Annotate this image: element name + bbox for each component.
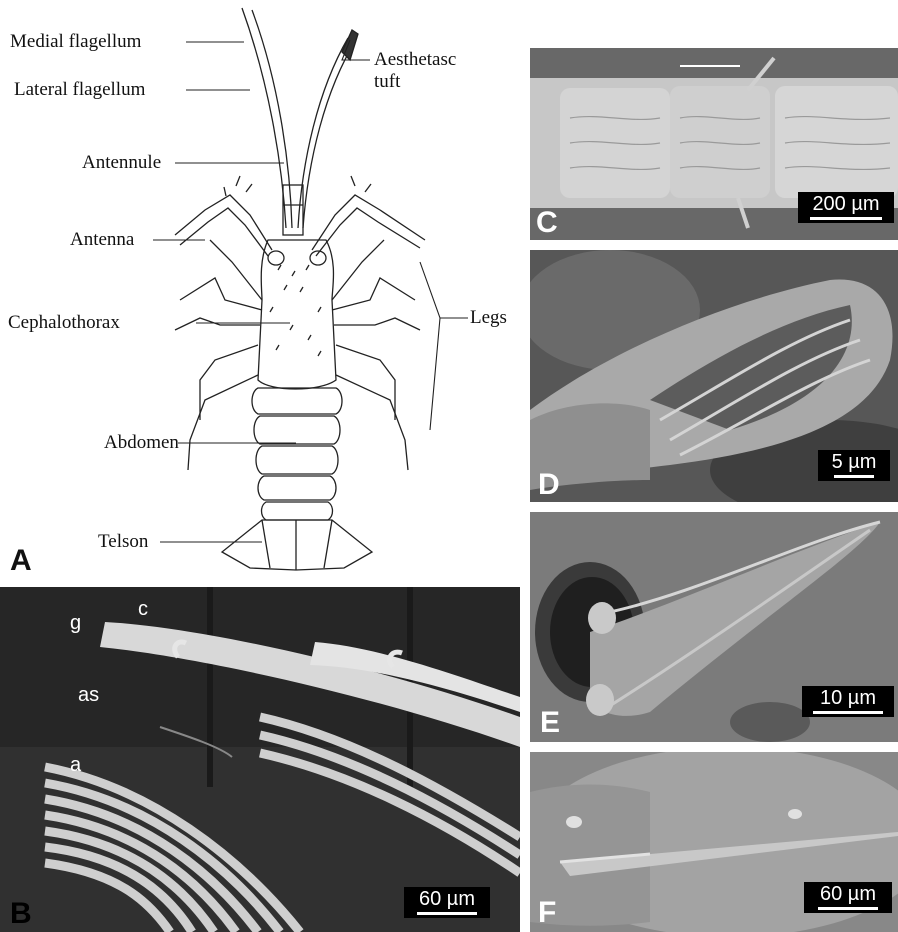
label-telson: Telson [98,532,148,551]
panel-f-letter: F [538,898,556,928]
label-lateral-flagellum: Lateral flagellum [14,80,145,99]
scale-label-f: 60 µm [820,883,876,905]
label-legs: Legs [470,308,507,327]
label-abdomen: Abdomen [104,433,179,452]
scale-bar-d: 5 µm [818,450,890,481]
label-as: as [78,685,99,705]
scale-label-e: 10 µm [820,687,876,709]
scale-label-d: 5 µm [832,451,877,473]
scale-bar-e: 10 µm [802,686,894,717]
panel-b-letter: B [10,899,32,929]
panel-f-micrograph: 60 µm F [530,752,898,932]
panel-d-micrograph: 5 µm D [530,250,898,502]
label-tuft: tuft [374,72,400,91]
label-antennule: Antennule [82,153,161,172]
label-antenna: Antenna [70,230,134,249]
label-aesthetasc: Aesthetasc [374,50,456,69]
scale-label-c: 200 µm [812,193,879,215]
panel-d-letter: D [538,470,560,500]
scale-bar-f: 60 µm [804,882,892,913]
label-c: c [138,599,148,619]
scale-bar-c: 200 µm [798,192,894,223]
panel-a-letter: A [10,546,32,576]
panel-b-micrograph: c g as a 60 µm B [0,587,520,932]
panel-c-letter: C [536,208,558,238]
scale-bar-b: 60 µm [404,887,490,918]
panel-e-micrograph: 10 µm E [530,512,898,742]
label-g: g [70,613,81,633]
panel-a: Medial flagellum Lateral flagellum Aesth… [0,0,520,585]
label-medial-flagellum: Medial flagellum [10,32,141,51]
panel-e-letter: E [540,708,560,738]
scale-label-b: 60 µm [419,888,475,910]
panel-c-micrograph: 200 µm C [530,48,898,240]
label-cephalothorax: Cephalothorax [8,313,120,332]
label-a: a [70,755,81,775]
